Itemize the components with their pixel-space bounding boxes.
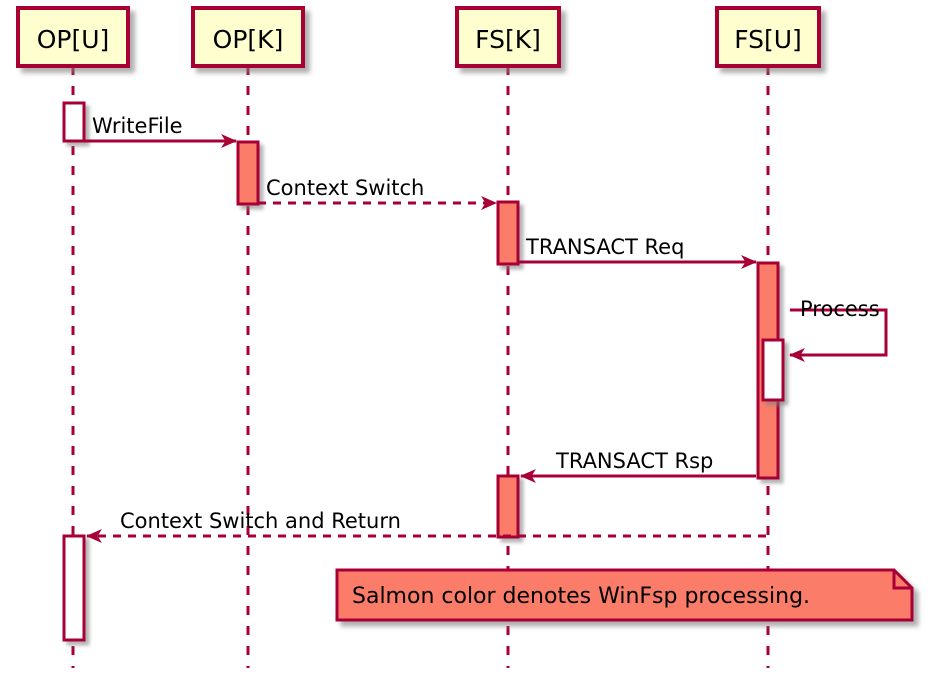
message-transact-rsp[interactable]: TRANSACT Rsp	[520, 449, 756, 483]
participant-label-fs-u: FS[U]	[734, 25, 802, 54]
activation-op-k-1	[236, 140, 260, 206]
message-transact-req[interactable]: TRANSACT Req	[518, 235, 757, 269]
message-process-self-call[interactable]: Process	[789, 297, 888, 362]
note-text: Salmon color denotes WinFsp processing.	[352, 584, 810, 609]
participant-label-op-k: OP[K]	[213, 25, 284, 54]
participant-op-k[interactable]: OP[K]	[191, 6, 305, 68]
activations-group	[62, 101, 785, 642]
participant-fs-k[interactable]: FS[K]	[455, 6, 561, 68]
note-body	[335, 568, 914, 622]
message-label-process: Process	[800, 297, 880, 321]
message-label-writefile: WriteFile	[92, 114, 183, 138]
message-label-context-switch: Context Switch	[266, 176, 424, 200]
participant-box-op-u	[16, 6, 130, 68]
message-label-context-switch-and-return: Context Switch and Return	[120, 509, 401, 533]
participant-box-fs-k	[455, 6, 561, 68]
activation-fs-k-1	[496, 200, 520, 266]
message-writefile[interactable]: WriteFile	[84, 114, 237, 148]
note-fold-corner-icon	[892, 570, 912, 590]
participant-box-fs-u	[715, 6, 821, 68]
message-context-switch-and-return[interactable]: Context Switch and Return	[86, 509, 766, 543]
participant-label-op-u: OP[U]	[37, 25, 110, 54]
activation-fs-u-nested	[761, 338, 785, 402]
message-label-transact-rsp: TRANSACT Rsp	[555, 449, 713, 473]
message-arrow-process	[789, 308, 888, 362]
activation-op-u-2	[62, 534, 86, 642]
activation-fs-k-2	[496, 474, 520, 539]
participant-box-op-k	[191, 6, 305, 68]
participant-fs-u[interactable]: FS[U]	[715, 6, 821, 68]
activation-op-u-1	[62, 101, 86, 143]
note-salmon: Salmon color denotes WinFsp processing.	[335, 568, 914, 622]
participant-label-fs-k: FS[K]	[475, 25, 541, 54]
participant-op-u[interactable]: OP[U]	[16, 6, 130, 68]
message-context-switch[interactable]: Context Switch	[258, 176, 497, 210]
message-label-transact-req: TRANSACT Req	[525, 235, 684, 259]
